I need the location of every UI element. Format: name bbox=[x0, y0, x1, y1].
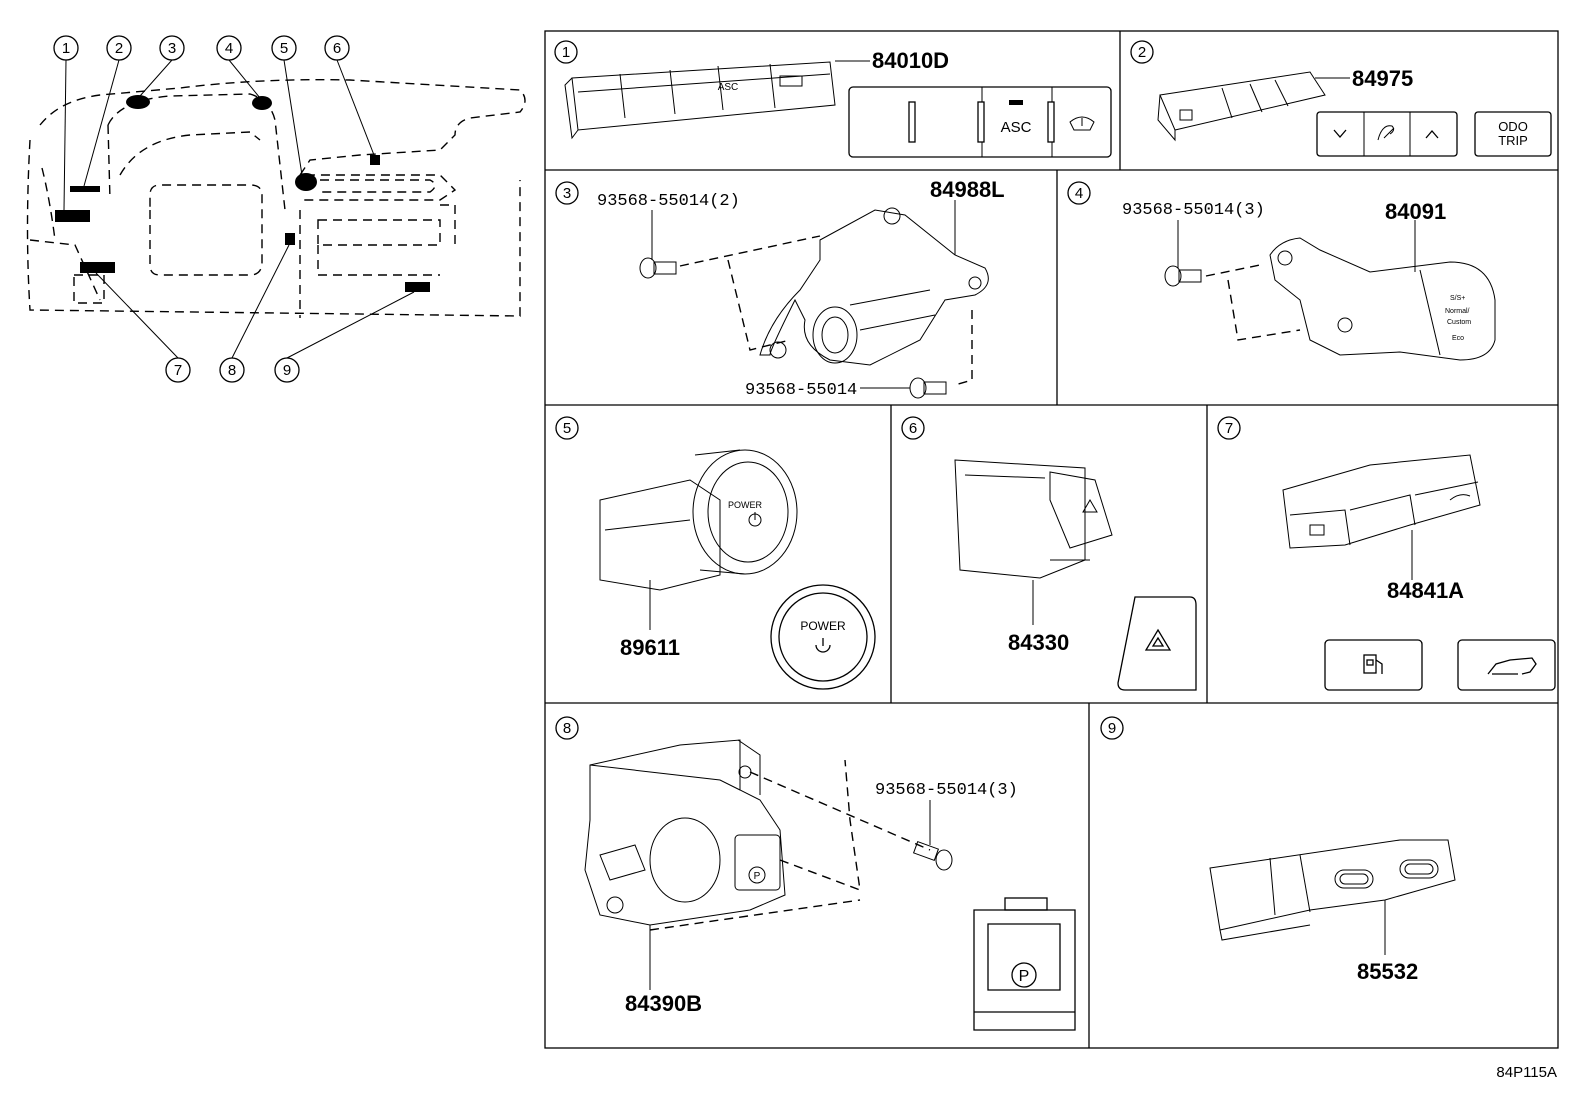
trip-switch-face bbox=[1316, 111, 1458, 157]
knob-text-4: Eco bbox=[1452, 335, 1464, 342]
parking-brake-button-face: P bbox=[973, 897, 1076, 1031]
chevron-up-icon bbox=[1425, 130, 1439, 139]
switch-3-mark bbox=[126, 95, 150, 109]
lever-84988L-drawing bbox=[759, 207, 989, 366]
part-84010D: 84010D bbox=[872, 48, 949, 73]
vehicle-icon bbox=[1487, 657, 1537, 675]
push-start-switch-drawing bbox=[599, 449, 798, 591]
part-84330: 84330 bbox=[1008, 630, 1069, 655]
steering-assist-icon bbox=[1377, 125, 1395, 141]
power-label-small: POWER bbox=[728, 500, 763, 510]
panel-7-number: 7 bbox=[1225, 420, 1233, 437]
switch-2-mark bbox=[70, 186, 100, 192]
dashboard-overview: 1 2 3 4 5 6 7 8 9 bbox=[26, 35, 526, 383]
p-label-small: P bbox=[754, 871, 761, 882]
wiper-icon bbox=[1069, 116, 1095, 131]
callout-3: 3 bbox=[168, 40, 176, 57]
odo-label: ODO bbox=[1498, 119, 1528, 134]
panel-1: 1 ASC 84010D ASC bbox=[554, 40, 1112, 158]
panel-2: 2 84975 ODO TRIP bbox=[1130, 40, 1552, 157]
callout-1: 1 bbox=[62, 40, 70, 57]
panel-9-number: 9 bbox=[1108, 720, 1116, 737]
panel-3: 3 93568-55014(2) 84988L 93568-55014 bbox=[555, 177, 1005, 400]
asc-label: ASC bbox=[1001, 119, 1032, 136]
switch-84010D-drawing bbox=[564, 61, 836, 140]
callout-6: 6 bbox=[333, 40, 341, 57]
knob-text-1: S/S+ bbox=[1450, 295, 1465, 302]
bolt-icon bbox=[912, 840, 953, 871]
panel-8-number: 8 bbox=[563, 720, 571, 737]
bolt-icon bbox=[639, 257, 677, 279]
part-85532: 85532 bbox=[1357, 959, 1418, 984]
usb-port-drawing bbox=[1209, 839, 1456, 941]
switch-9-mark bbox=[405, 282, 430, 292]
panel-5-number: 5 bbox=[563, 420, 571, 437]
switch-84841A-drawing bbox=[1282, 454, 1481, 549]
power-button-face: POWER bbox=[770, 584, 876, 690]
hazard-switch-drawing bbox=[954, 459, 1113, 579]
knob-text-2: Normal/ bbox=[1445, 308, 1470, 315]
power-icon bbox=[815, 638, 831, 653]
switch-4-mark bbox=[252, 96, 272, 110]
panel-6-number: 6 bbox=[909, 420, 917, 437]
bolt-label-3a: 93568-55014(2) bbox=[597, 192, 740, 211]
hazard-icon bbox=[1144, 628, 1172, 651]
switch-5-mark bbox=[295, 173, 317, 191]
callout-8: 8 bbox=[228, 362, 236, 379]
callout-4: 4 bbox=[225, 40, 233, 57]
svg-text:ASC: ASC bbox=[718, 82, 739, 93]
bolt-label-4: 93568-55014(3) bbox=[1122, 201, 1265, 220]
p-label: P bbox=[1019, 968, 1030, 985]
panel-3-number: 3 bbox=[563, 185, 571, 202]
callout-circles: 1 2 3 4 5 6 7 8 9 bbox=[53, 35, 350, 383]
hazard-button-face bbox=[1117, 596, 1197, 691]
panel-9: 9 85532 bbox=[1100, 716, 1456, 984]
trip-label: TRIP bbox=[1498, 133, 1528, 148]
part-84841A: 84841A bbox=[1387, 578, 1464, 603]
part-84091: 84091 bbox=[1385, 199, 1446, 224]
switch-face-detail: ASC bbox=[848, 86, 1112, 158]
switch-7-mark bbox=[80, 262, 115, 273]
fuel-door-icon bbox=[1363, 654, 1383, 674]
bolt-label-3b: 93568-55014 bbox=[745, 381, 857, 400]
chevron-down-icon bbox=[1333, 129, 1347, 138]
part-84975: 84975 bbox=[1352, 66, 1413, 91]
panel-7: 7 84841A bbox=[1217, 416, 1556, 691]
panel-6: 6 84330 bbox=[901, 416, 1197, 691]
panel-4: 4 93568-55014(3) S/S+ Normal/ Custom Eco… bbox=[1067, 181, 1496, 361]
panel-8: 8 P 93568-55014(3) 84390B bbox=[555, 716, 1076, 1031]
parking-brake-switch-drawing bbox=[584, 739, 786, 926]
lever-84091-drawing bbox=[1269, 237, 1496, 361]
bolt-icon bbox=[1164, 265, 1202, 287]
power-icon bbox=[748, 512, 762, 527]
panel-grid bbox=[544, 30, 1559, 1049]
callout-5: 5 bbox=[280, 40, 288, 57]
bolt-label-8: 93568-55014(3) bbox=[875, 781, 1018, 800]
part-84988L: 84988L bbox=[930, 177, 1005, 202]
panel-1-number: 1 bbox=[562, 44, 570, 61]
hazard-icon-small bbox=[1082, 499, 1098, 513]
switch-6-mark bbox=[370, 155, 380, 165]
panel-5: 5 POWER 89611 POWER bbox=[555, 416, 876, 690]
panel-2-number: 2 bbox=[1138, 44, 1146, 61]
parking-brake-icon bbox=[1011, 962, 1037, 988]
diagram-code: 84P115A bbox=[1496, 1064, 1557, 1081]
power-label: POWER bbox=[800, 619, 846, 633]
callout-2: 2 bbox=[115, 40, 123, 57]
switch-8-mark bbox=[285, 233, 295, 245]
panel-4-number: 4 bbox=[1075, 185, 1083, 202]
callout-9: 9 bbox=[283, 362, 291, 379]
switch-84975-drawing bbox=[1157, 71, 1326, 142]
part-89611: 89611 bbox=[620, 635, 680, 660]
switch-1-mark bbox=[55, 210, 90, 222]
bolt-icon-2 bbox=[909, 377, 947, 399]
callout-7: 7 bbox=[174, 362, 182, 379]
part-84390B: 84390B bbox=[625, 991, 702, 1016]
knob-text-3: Custom bbox=[1447, 319, 1471, 326]
